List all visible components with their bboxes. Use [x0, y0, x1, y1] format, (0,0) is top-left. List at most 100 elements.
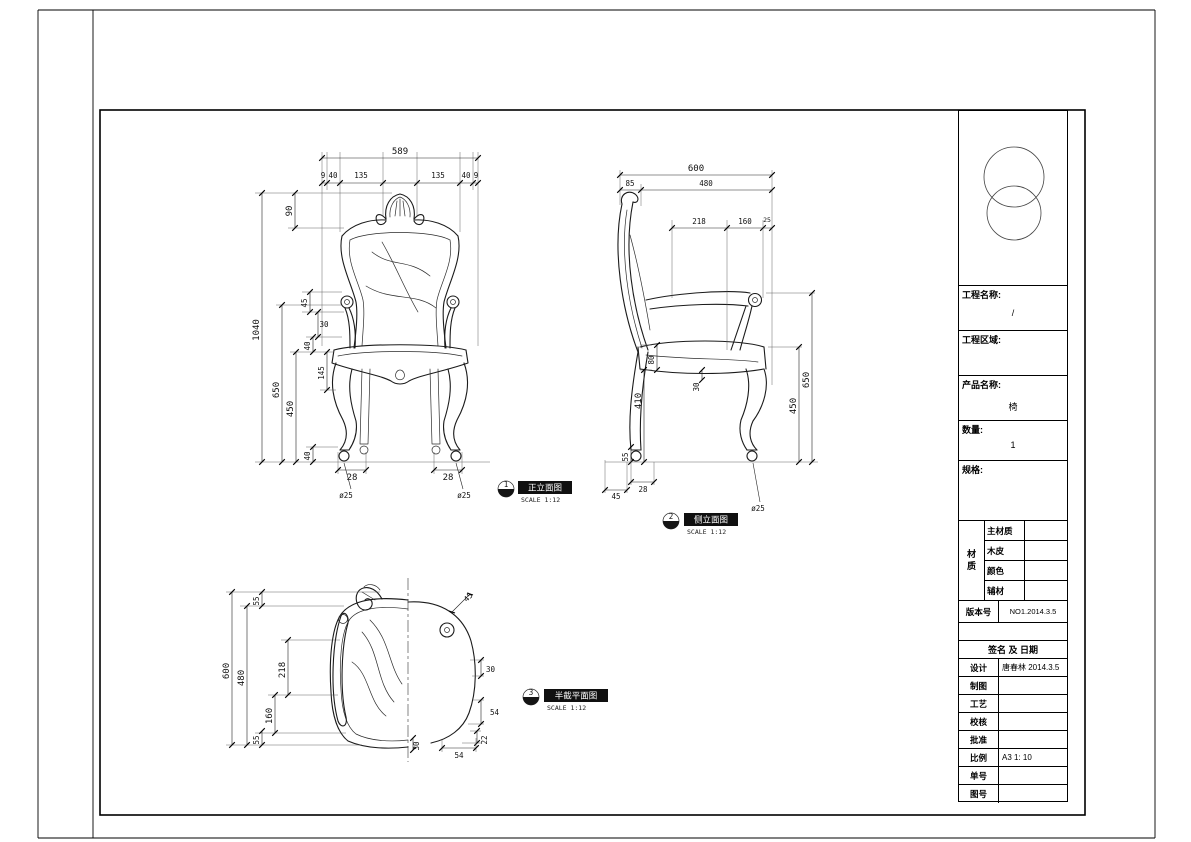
dim-side-arm-650: 650 [802, 372, 812, 388]
front-view-scale: SCALE 1:12 [521, 496, 560, 504]
material-color-label: 颜色 [985, 561, 1025, 580]
front-view-number: 1 [504, 480, 509, 489]
order-no-value [999, 767, 1067, 784]
material-label: 材质 [959, 521, 985, 600]
approve-value [999, 731, 1067, 748]
draft-row: 制图 [959, 677, 1067, 695]
dim-front-post-30: 30 [319, 320, 329, 329]
dim-plan-600: 600 [222, 663, 232, 679]
dim-front-seat-height: 450 [286, 401, 296, 417]
side-view-title: 侧立面图 [694, 515, 728, 525]
dim-side-seat-450: 450 [789, 398, 799, 414]
draft-label: 制图 [959, 677, 999, 694]
project-area-cell: 工程区域: [959, 331, 1067, 376]
material-main-label: 主材质 [985, 521, 1025, 540]
dim-front-seg-9l: 9 [321, 171, 326, 180]
dim-side-160: 160 [738, 217, 752, 226]
dim-plan-r54: 54 [490, 708, 500, 717]
dim-front-foot-28r: 28 [443, 473, 454, 483]
craft-label: 工艺 [959, 695, 999, 712]
sheet-borders [37, 9, 1156, 839]
plan-view-drawing [329, 578, 476, 762]
front-view-label: 1 正立面图 SCALE 1:12 [497, 480, 572, 504]
spec-label: 规格: [962, 465, 983, 475]
plan-view-number: 3 [529, 688, 534, 697]
dim-plan-45: 45 [462, 591, 475, 604]
quantity-value: 1 [1010, 440, 1016, 450]
dim-front-crest-90: 90 [285, 206, 295, 217]
project-name-cell: 工程名称: / [959, 286, 1067, 331]
design-label: 设计 [959, 659, 999, 676]
logo-circle-top [983, 146, 1045, 208]
dim-side-85: 85 [625, 179, 634, 188]
craft-row: 工艺 [959, 695, 1067, 713]
dim-side-410: 410 [634, 393, 644, 409]
side-view-label: 2 侧立面图 SCALE 1:12 [662, 512, 738, 536]
dim-front-seg-9r: 9 [474, 171, 479, 180]
material-row: 木皮 [985, 541, 1067, 561]
dim-front-total-width: 589 [392, 147, 408, 157]
drawing-no-value [999, 785, 1067, 803]
side-view-drawing [617, 191, 767, 462]
dim-side-25: 25 [763, 216, 771, 224]
approve-label: 批准 [959, 731, 999, 748]
dim-plan-bottom-55: 55 [252, 735, 261, 744]
product-name-cell: 产品名称: 椅 [959, 376, 1067, 421]
signature-header: 签名 及 日期 [959, 641, 1067, 659]
dim-front-arm-height: 650 [272, 382, 282, 398]
dim-front-seg-135r: 135 [431, 171, 445, 180]
front-view-title: 正立面图 [528, 483, 562, 493]
dim-front-total-height: 1040 [252, 319, 262, 341]
dim-plan-160: 160 [265, 708, 275, 724]
dim-plan-218: 218 [278, 662, 288, 678]
dim-plan-480: 480 [237, 670, 247, 686]
dim-front-seg-40l: 40 [328, 171, 338, 180]
dim-side-218: 218 [692, 217, 706, 226]
title-block: 工程名称: / 工程区域: 产品名称: 椅 数量: 1 规格: 材质 主材质 木… [958, 110, 1068, 803]
product-name-label: 产品名称: [962, 380, 1001, 390]
material-cell: 材质 主材质 木皮 颜色 辅材 [959, 521, 1067, 601]
dim-plan-b30: 30 [412, 741, 421, 751]
material-row: 辅材 [985, 581, 1067, 601]
drawing-no-row: 图号 [959, 785, 1067, 803]
plan-view-scale: SCALE 1:12 [547, 704, 586, 712]
drawing-no-label: 图号 [959, 785, 999, 803]
dim-front-caster-l: ø25 [339, 491, 353, 500]
logo-cell [959, 111, 1067, 286]
craft-value [999, 695, 1067, 712]
dim-side-depth-600: 600 [688, 164, 704, 174]
dim-side-b45: 45 [611, 492, 620, 501]
project-name-label: 工程名称: [962, 290, 1001, 300]
dim-front-foot-28l: 28 [347, 473, 358, 483]
draft-value [999, 677, 1067, 694]
dim-front-rail-40: 40 [303, 341, 312, 351]
material-row: 主材质 [985, 521, 1067, 541]
version-cell: 版本号 NO1.2014.3.5 [959, 601, 1067, 623]
dim-front-seg-40r: 40 [461, 171, 471, 180]
logo-circle-bottom [986, 185, 1042, 241]
side-view-scale: SCALE 1:12 [687, 528, 726, 536]
dim-side-55: 55 [621, 452, 630, 461]
check-label: 校核 [959, 713, 999, 730]
approve-row: 批准 [959, 731, 1067, 749]
scale-label: 比例 [959, 749, 999, 766]
side-view-number: 2 [669, 512, 674, 521]
order-no-label: 单号 [959, 767, 999, 784]
scale-row: 比例 A3 1: 10 [959, 749, 1067, 767]
scale-value: A3 1: 10 [1002, 753, 1032, 762]
front-view-dimensions: 589 9 40 135 135 40 9 90 1040 650 450 [252, 147, 490, 500]
check-value [999, 713, 1067, 730]
material-aux-label: 辅材 [985, 581, 1025, 601]
dim-front-foot-40: 40 [303, 451, 312, 461]
project-name-value: / [1011, 308, 1015, 318]
order-no-row: 单号 [959, 767, 1067, 785]
front-view-drawing [331, 193, 469, 462]
dim-plan-r30: 30 [486, 665, 496, 674]
side-view-dimensions: 600 85 480 218 160 25 80 410 55 650 [601, 164, 818, 513]
product-name-value: 椅 [1008, 402, 1018, 412]
dim-plan-b54: 54 [454, 751, 464, 760]
dim-side-b28: 28 [638, 485, 648, 494]
dim-front-arm-45: 45 [300, 298, 309, 307]
